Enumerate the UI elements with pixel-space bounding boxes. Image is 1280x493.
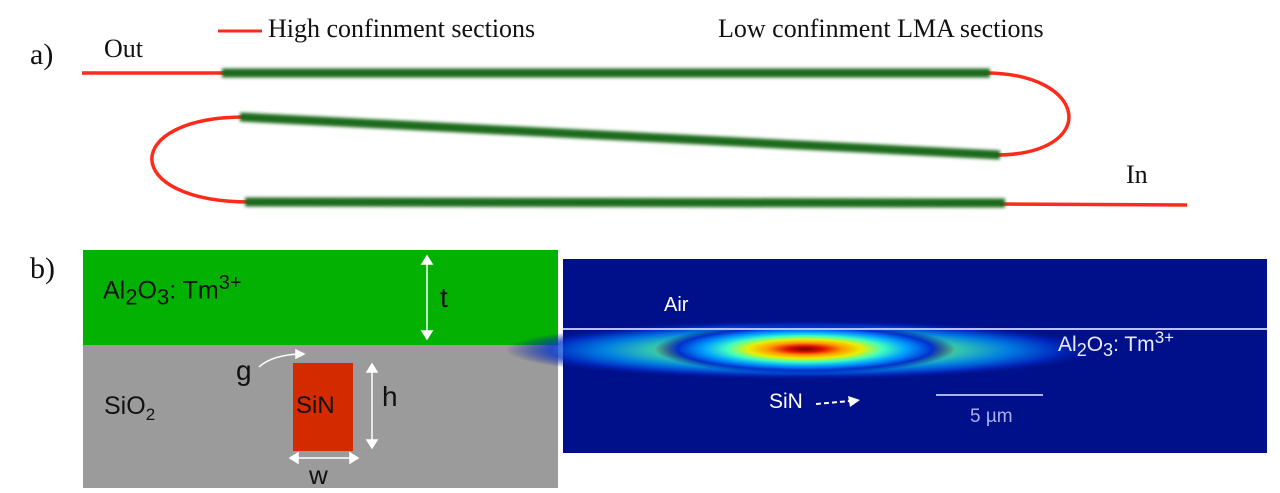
dim-w: w [309,460,328,490]
substrate-label: SiO2 [104,392,156,424]
air-label: Air [664,294,689,316]
out-label: Out [104,34,143,63]
legend-low-confinement: Low confinment LMA sections [718,14,1044,43]
panel-a-label: a) [30,38,54,71]
mode-sin-label: SiN [769,390,803,413]
cladding-layer [83,250,558,345]
dim-t: t [440,282,448,313]
in-label: In [1126,160,1148,189]
high-confinement-path [82,71,1188,207]
mode-layer-label: Al2O3: Tm3+ [1058,328,1175,361]
sin-arrowhead [848,396,860,407]
mode-profile [655,324,955,374]
legend-high-confinement: High confinment sections [268,14,536,43]
panel-b-label: b) [30,252,55,285]
core-label: SiN [296,392,335,419]
cladding-label: Al2O3: Tm3+ [103,272,242,310]
lma-sections [222,68,1006,208]
scale-bar-label: 5 µm [970,406,1013,427]
dim-g: g [236,355,252,386]
dimension-arrows [258,254,434,465]
dim-h: h [382,381,398,412]
sin-arrow [815,400,851,405]
sin-core [293,363,353,451]
